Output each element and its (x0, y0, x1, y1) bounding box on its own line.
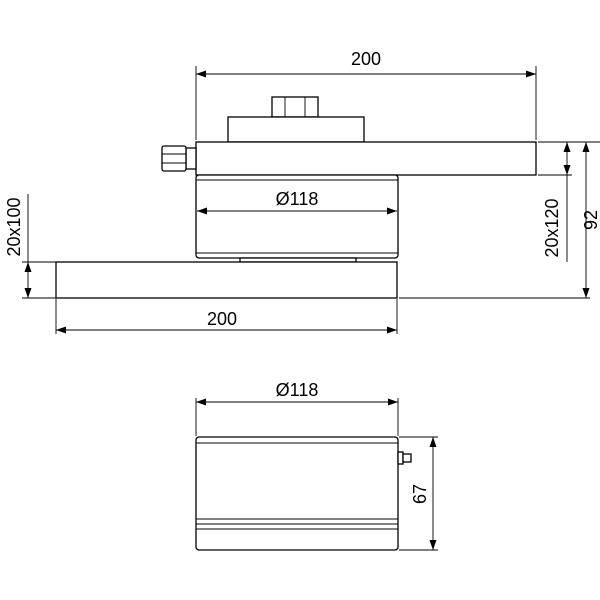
dim-height: 92 (581, 210, 600, 230)
upper-block (227, 116, 365, 143)
dim-plate-top: 20x120 (542, 198, 562, 257)
connector-tip (402, 453, 412, 463)
top-plate (195, 141, 537, 176)
dim-diameter: Ø118 (276, 189, 319, 209)
side-screw-head (161, 145, 187, 172)
cylinder-body (195, 174, 399, 259)
dim-height-2: 67 (410, 484, 430, 504)
dim-diameter-2: Ø118 (276, 380, 319, 400)
dim-top-width: 200 (351, 49, 381, 69)
dim-plate-bottom: 20x100 (4, 197, 24, 256)
connector-base (397, 451, 404, 465)
side-screw-shank (185, 147, 197, 170)
bottom-plate (55, 261, 398, 299)
dim-bottom-width: 200 (207, 309, 237, 329)
assembly-view: 200 Ø118 200 20x120 92 20x100 (4, 49, 600, 334)
cylinder-view: Ø118 67 (195, 380, 438, 551)
hex-nut (271, 96, 319, 118)
cylinder-2-body (195, 436, 399, 551)
